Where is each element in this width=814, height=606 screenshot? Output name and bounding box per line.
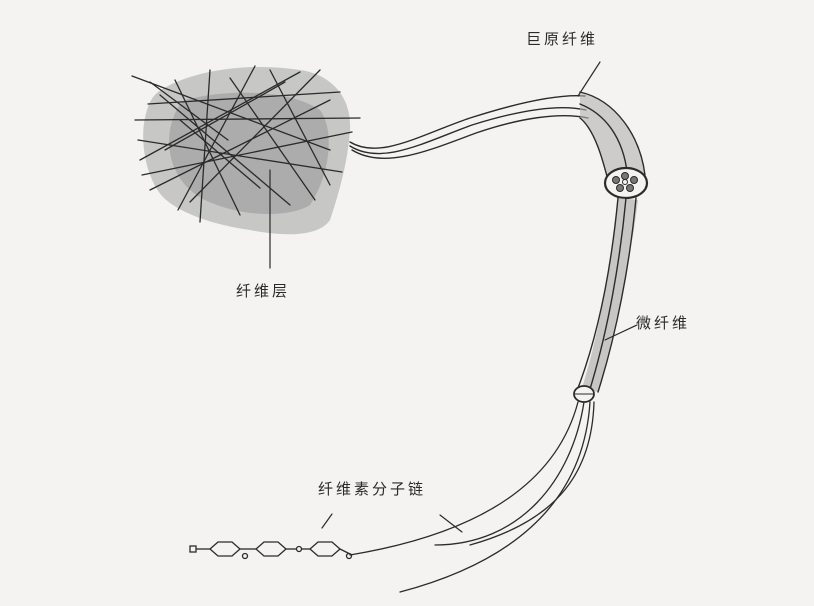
- microfibril-end: [630, 176, 638, 184]
- label-fiber-layer: 纤维层: [236, 282, 291, 300]
- strand: [229, 77, 316, 201]
- microfibril-outline: [577, 197, 619, 389]
- leader-line-molecule: [321, 513, 333, 529]
- microfibril: [573, 197, 638, 403]
- microfibril-outline: [597, 197, 637, 393]
- microfibril-end: [622, 179, 628, 185]
- strand: [179, 119, 261, 189]
- cellulose-chain: [399, 401, 591, 593]
- cellulose-chain: [349, 401, 579, 556]
- strand: [159, 94, 291, 206]
- glucose-ring: [309, 541, 341, 557]
- label-cellulose-chain: 纤维素分子链: [318, 480, 427, 498]
- macrofibril-outline: [579, 91, 646, 176]
- strand: [149, 99, 331, 191]
- fiber-layer-strands: [131, 65, 361, 223]
- microfibril-end: [621, 172, 629, 180]
- strand: [174, 79, 241, 216]
- macrofibril-strand: [349, 107, 587, 155]
- cellulose-chain: [469, 401, 595, 546]
- label-microfibril: 微纤维: [636, 314, 691, 332]
- glucose-ring: [255, 541, 287, 557]
- strand: [269, 69, 331, 186]
- leader-lines: [269, 61, 638, 533]
- macrofibril-strand: [349, 95, 586, 149]
- strand: [177, 65, 256, 211]
- strand: [164, 81, 286, 151]
- strand: [199, 69, 211, 223]
- oxygen-atom: [241, 552, 249, 560]
- label-macrofibril: 巨原纤维: [526, 30, 599, 48]
- microfibril-end: [612, 176, 620, 184]
- microfibril-shading: [582, 198, 638, 392]
- fiber-layer-mat: [131, 65, 361, 235]
- macrofibril-strand: [351, 115, 589, 159]
- strand: [149, 81, 229, 141]
- microfibril-end: [616, 184, 624, 192]
- strand: [189, 69, 321, 203]
- cross-section-circles: [612, 172, 638, 192]
- chain-end-box: [189, 545, 197, 553]
- microfibril-outline: [589, 197, 627, 390]
- macrofibril-bundle: [580, 92, 645, 188]
- macrofibril-cross-section: [603, 166, 649, 200]
- chain-bond: [339, 548, 353, 556]
- cellulose-molecule: [189, 541, 353, 560]
- strand: [134, 117, 361, 121]
- strand: [139, 71, 301, 161]
- cellulose-chains: [349, 401, 595, 593]
- strand: [141, 131, 353, 176]
- microfibril-end: [626, 184, 634, 192]
- cellulose-chain: [434, 401, 585, 546]
- leader-line-macrofibril: [577, 61, 601, 97]
- leader-line-microfibril: [604, 324, 638, 341]
- fiber-layer-shading: [143, 66, 351, 235]
- macrofibril: [349, 91, 646, 189]
- leader-line-chain: [439, 514, 463, 533]
- oxygen-atom: [295, 545, 303, 553]
- glucose-ring: [209, 541, 241, 557]
